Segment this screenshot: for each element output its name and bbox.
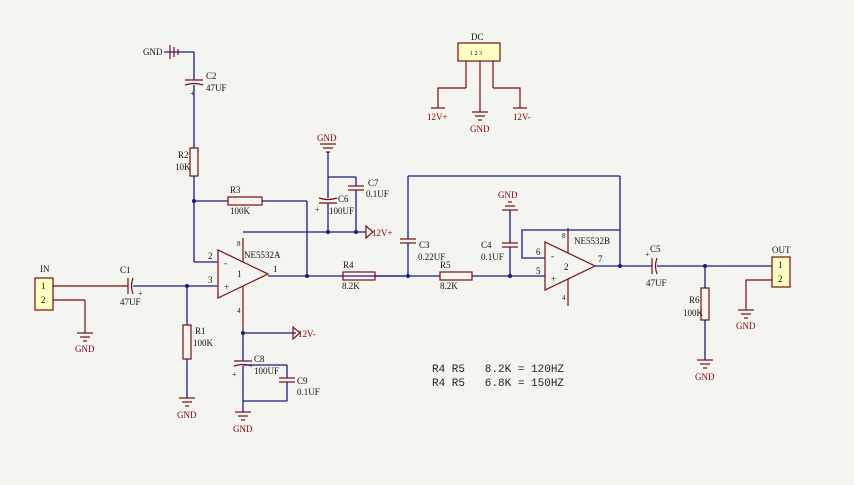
u1a-pin4: 4 <box>237 307 241 315</box>
dc-label: DC <box>471 32 484 42</box>
c4-ref: C4 <box>481 240 492 250</box>
dc-power-connector: DC 1 2 3 12V+ GND 12V- <box>427 32 531 134</box>
c7-value: 0.1UF <box>366 189 389 199</box>
u1b-minus: - <box>551 251 554 261</box>
c5-ref: C5 <box>650 244 661 254</box>
top-gnd-c2-r2: GND + C2 47UF R2 10K <box>143 45 227 262</box>
r6-value: 100K <box>683 308 704 318</box>
r5-value: 8.2K <box>440 281 458 291</box>
vminus-port-label: 12V- <box>298 329 316 339</box>
out-gnd-label: GND <box>736 321 756 331</box>
c6-ref: C6 <box>338 194 349 204</box>
in-pin2: 2 <box>41 295 46 305</box>
u1a-unit: 1 <box>237 269 242 279</box>
c1-ref: C1 <box>120 265 131 275</box>
r5-ref: R5 <box>440 260 451 270</box>
u1b-pin8: 8 <box>562 232 566 240</box>
c9-value: 0.1UF <box>297 387 320 397</box>
c8-value: 100UF <box>254 366 279 376</box>
u1b-name: NE5532B <box>574 236 610 246</box>
u1b-pin7: 7 <box>598 254 603 264</box>
u1a-pin8: 8 <box>237 240 241 248</box>
u1a-pin3: 3 <box>208 275 213 285</box>
note-line-2: R4 R5 6.8K = 150HZ <box>432 378 564 390</box>
r1-ref: R1 <box>195 326 206 336</box>
c2-ref: C2 <box>206 71 217 81</box>
r6-ref: R6 <box>689 295 700 305</box>
r3-ref: R3 <box>230 185 241 195</box>
top-gnd-label: GND <box>143 47 163 57</box>
u1b-pin5: 5 <box>536 266 541 276</box>
c5-value: 47UF <box>646 278 667 288</box>
out-label: OUT <box>772 245 791 255</box>
svg-text:+: + <box>645 250 650 259</box>
svg-text:+: + <box>315 205 320 214</box>
input-stage: IN 1 2 GND + C1 47UF R1 100K GND <box>34 264 218 420</box>
vminus-decoupling: 12V- + C8 100UF C9 0.1UF GND <box>232 325 320 434</box>
r1-gnd-label: GND <box>177 410 197 420</box>
svg-text:+: + <box>232 370 237 379</box>
c1-value: 47UF <box>120 297 141 307</box>
note-line-1: R4 R5 8.2K = 120HZ <box>432 364 564 376</box>
c9-ref: C9 <box>297 376 308 386</box>
opamp-ne5532b: 6 5 - + 2 NE5532B 8 4 7 <box>521 228 652 306</box>
svg-text:+: + <box>190 89 195 98</box>
vplus-decoupling: GND C7 0.1UF + C6 100UF 12V+ <box>243 133 393 240</box>
u1a-pin2: 2 <box>208 251 213 261</box>
dc-vplus-label: 12V+ <box>427 112 448 122</box>
c6-gnd-label: GND <box>317 133 337 143</box>
u1b-pin6: 6 <box>536 247 541 257</box>
c7-ref: C7 <box>368 178 379 188</box>
c4-gnd-label: GND <box>498 190 518 200</box>
svg-text:+: + <box>138 289 143 298</box>
dc-pins: 1 2 3 <box>470 51 482 57</box>
u1a-pin1: 1 <box>273 264 278 274</box>
filter-stage: R4 8.2K R5 8.2K C3 0.22UF C4 0.1UF GND <box>342 175 621 291</box>
out-pin1: 1 <box>778 260 783 270</box>
in-gnd-label: GND <box>75 344 95 354</box>
u1a-name: NE5532A <box>244 250 281 260</box>
dc-gnd-label: GND <box>470 124 490 134</box>
opamp-ne5532a: 2 3 - + 1 NE5532A 8 4 1 <box>194 238 405 333</box>
c8-gnd-label: GND <box>233 424 253 434</box>
c2-value: 47UF <box>206 83 227 93</box>
c8-ref: C8 <box>254 354 265 364</box>
in-label: IN <box>40 264 50 274</box>
c3-value: 0.22UF <box>418 252 445 262</box>
in-pin1: 1 <box>41 281 46 291</box>
r2-value: 10K <box>175 162 191 172</box>
frequency-notes: R4 R5 8.2K = 120HZ R4 R5 6.8K = 150HZ <box>432 364 564 390</box>
r3-value: 100K <box>230 206 251 216</box>
out-pin2: 2 <box>778 274 783 284</box>
u1b-pin4: 4 <box>562 294 566 302</box>
r2-ref: R2 <box>178 150 189 160</box>
vplus-port-label: 12V+ <box>372 228 393 238</box>
c6-value: 100UF <box>329 206 354 216</box>
u1a-plus: + <box>224 282 229 292</box>
u1a-minus: - <box>224 258 227 268</box>
c3-ref: C3 <box>419 240 430 250</box>
c4-value: 0.1UF <box>481 252 504 262</box>
r3-feedback: R3 100K <box>192 185 308 276</box>
u1b-unit: 2 <box>564 262 569 272</box>
r1-value: 100K <box>193 338 214 348</box>
output-stage: + C5 47UF R6 100K GND OUT 1 2 GND <box>645 244 791 382</box>
u1b-plus: + <box>551 274 556 284</box>
r4-ref: R4 <box>343 260 354 270</box>
r6-gnd-label: GND <box>695 372 715 382</box>
r4-value: 8.2K <box>342 281 360 291</box>
dc-vminus-label: 12V- <box>513 112 531 122</box>
